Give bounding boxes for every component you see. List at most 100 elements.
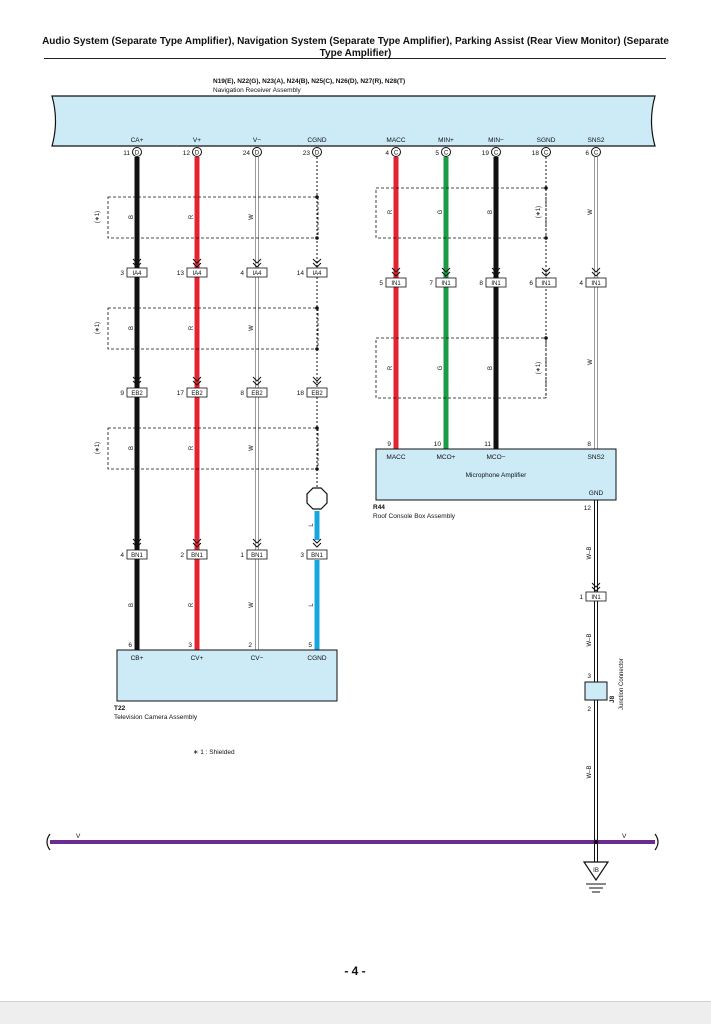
connector-pin: 8 [240, 390, 244, 397]
nav-pin-connector: C [494, 151, 499, 157]
nav-pin-label: MACC [386, 137, 405, 144]
wire-color-label: B [488, 366, 494, 370]
connector-name: IA4 [252, 271, 262, 277]
wire-color-label: W–B [587, 546, 593, 559]
mic-pin-label: SNS2 [588, 454, 605, 461]
connector-pin: 4 [120, 552, 124, 559]
nav-pin-markers [132, 147, 601, 157]
footnote: ∗ 1 : Shielded [193, 749, 235, 756]
nav-pin-label: CGND [307, 137, 326, 144]
wire-color-label: R [388, 365, 394, 370]
nav-pin-label: MIN+ [438, 137, 454, 144]
shield-label: (∗1) [536, 362, 542, 374]
camera-box [116, 649, 338, 702]
nav-receiver-box [51, 95, 656, 147]
wire-color-label: W [249, 325, 255, 331]
connector-name: IN1 [591, 281, 601, 287]
nav-pin-connector: D [135, 151, 140, 157]
connector-name: IN1 [491, 281, 501, 287]
camera-pin-number: 2 [248, 642, 252, 649]
page-title: Audio System (Separate Type Amplifier), … [42, 36, 669, 59]
connector-pin: 7 [429, 280, 433, 287]
mic-amp-box [375, 448, 617, 501]
camera-pin-number: 3 [188, 642, 192, 649]
nav-pin-connector: C [444, 151, 449, 157]
nav-pin-connector: C [394, 151, 399, 157]
wire-color-label: B [129, 326, 135, 330]
wire-color-label: R [189, 214, 195, 219]
wire-color-label: W–B [587, 765, 593, 778]
wire-color-label: G [438, 209, 444, 214]
bus-label-left: V [76, 833, 81, 840]
ground-symbol [582, 861, 610, 882]
shield-label: (∗1) [95, 211, 101, 223]
wire-color-label: B [129, 603, 135, 607]
wire-color-label: R [189, 325, 195, 330]
wire-color-label: W [249, 445, 255, 451]
connector-name: IN1 [541, 281, 551, 287]
mic-gnd-pin: 12 [584, 505, 592, 512]
ground-label: IB [593, 868, 599, 874]
splice-point [306, 487, 328, 510]
nav-pin-connector: D [195, 151, 200, 157]
nav-pin-number: 4 [385, 150, 389, 157]
connector-pin: 4 [579, 280, 583, 287]
shield-label: (∗1) [95, 442, 101, 454]
connector-pin: 6 [529, 280, 533, 287]
connector-name: IN1 [441, 281, 451, 287]
shield-boxes [107, 187, 547, 470]
mic-pin-number: 11 [484, 441, 491, 448]
connector-pin: 14 [297, 270, 305, 277]
connector-pin: 1 [579, 594, 583, 601]
connector-pin: 13 [177, 270, 185, 277]
wire-color-label: B [129, 215, 135, 219]
nav-pin-number: 5 [435, 150, 439, 157]
connector-pin: 18 [297, 390, 305, 397]
connector-pin: 2 [180, 552, 184, 559]
wire-color-label: R [189, 445, 195, 450]
shield-label: (∗1) [95, 322, 101, 334]
connector-pin: 5 [379, 280, 383, 287]
connector-pin: 3 [120, 270, 124, 277]
bus-break-right [654, 833, 659, 851]
wire-color-label: W [249, 214, 255, 220]
connector-chevrons [132, 258, 601, 592]
nav-pin-number: 19 [482, 150, 490, 157]
connector-pin: 8 [479, 280, 483, 287]
bus-label-right: V [622, 833, 627, 840]
mic-pin-number: 9 [387, 441, 391, 448]
connector-tags [126, 267, 607, 602]
connector-name: BN1 [191, 553, 203, 559]
nav-pin-connector: C [594, 151, 599, 157]
camera-pin-label: CB+ [131, 655, 144, 662]
connector-name: EB2 [311, 391, 323, 397]
connector-pin: 3 [300, 552, 304, 559]
mic-amp-name: Microphone Amplifier [466, 472, 528, 479]
nav-pin-number: 12 [183, 150, 191, 157]
connector-name: EB2 [131, 391, 143, 397]
nav-pin-connector: C [544, 151, 549, 157]
connector-name: BN1 [251, 553, 263, 559]
mic-gnd-label: GND [589, 490, 604, 497]
camera-code: T22 [114, 705, 126, 712]
connector-pin: 17 [177, 390, 185, 397]
connector-pin: 1 [240, 552, 244, 559]
camera-pin-number: 6 [128, 642, 132, 649]
nav-pin-number: 11 [123, 150, 130, 157]
junction-name: Junction Connector [619, 658, 625, 710]
nav-pin-number: 18 [532, 150, 540, 157]
connector-pin: 4 [240, 270, 244, 277]
connector-name: BN1 [311, 553, 323, 559]
nav-pin-number: 6 [585, 150, 589, 157]
nav-pin-label: V− [253, 137, 261, 144]
nav-pin-label: MIN− [488, 137, 504, 144]
shield-label: (∗1) [536, 206, 542, 218]
mic-pin-label: MCO+ [437, 454, 456, 461]
nav-pin-label: V+ [193, 137, 201, 144]
wire-color-label: B [129, 446, 135, 450]
nav-pin-label: SNS2 [588, 137, 605, 144]
junction-connector-box [584, 681, 608, 701]
mic-pin-number: 8 [587, 441, 591, 448]
mic-amp-code: R44 [373, 504, 385, 511]
